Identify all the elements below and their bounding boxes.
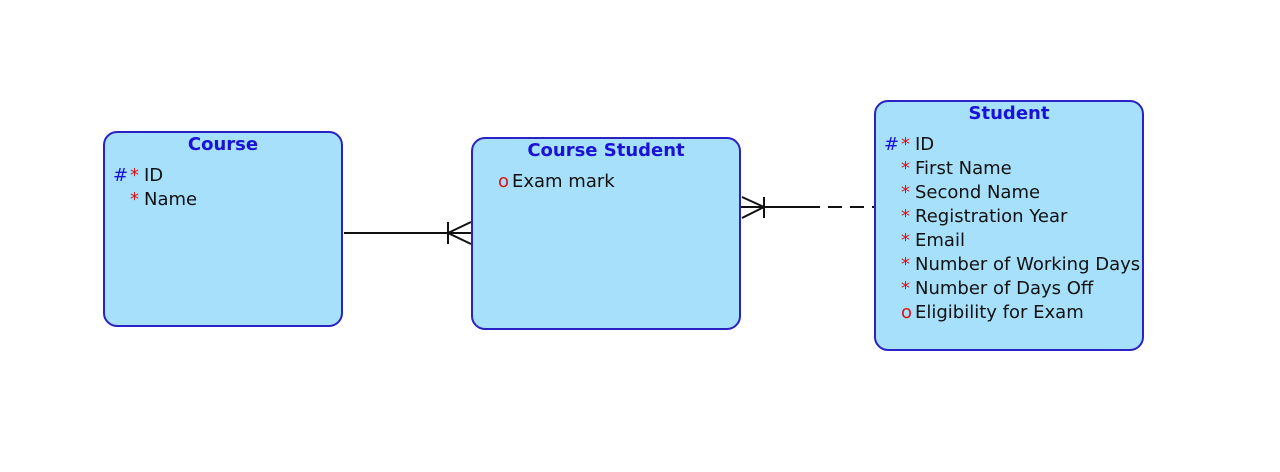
mandatory-marker: * — [901, 134, 910, 155]
crows-foot-marker — [741, 196, 765, 208]
optional-marker: o — [901, 302, 913, 323]
entity-course-student[interactable]: Course Student o Exam mark — [471, 137, 741, 330]
mandatory-marker: * — [901, 278, 910, 299]
mandatory-marker: * — [901, 206, 910, 227]
attribute-name: ID — [144, 165, 164, 186]
attribute-name: Second Name — [915, 182, 1041, 203]
entity-course[interactable]: Course # * ID * Name — [103, 131, 343, 327]
mandatory-marker: * — [901, 254, 910, 275]
attribute-name: First Name — [915, 158, 1012, 179]
mandatory-marker: * — [901, 230, 910, 251]
relationship-student-coursestudent[interactable] — [741, 196, 874, 219]
crows-foot-marker — [741, 206, 765, 219]
entity-title: Course Student — [527, 140, 685, 161]
mandatory-marker: * — [130, 189, 139, 210]
attribute-name: Eligibility for Exam — [915, 302, 1084, 323]
optional-marker: o — [498, 171, 510, 192]
entity-title: Student — [968, 103, 1050, 124]
crows-foot-marker — [447, 232, 472, 245]
entity-title: Course — [187, 134, 259, 155]
crows-foot-marker — [447, 221, 472, 234]
attribute-name: Number of Days Off — [915, 278, 1094, 299]
attribute-name: Email — [915, 230, 965, 251]
attribute-name: Registration Year — [915, 206, 1068, 227]
entity-student[interactable]: Student # * ID * First Name * Second Nam… — [874, 100, 1144, 351]
primary-key-marker: # — [884, 134, 900, 155]
attribute-name: Exam mark — [512, 171, 615, 192]
attribute-name: Name — [144, 189, 198, 210]
mandatory-marker: * — [901, 158, 910, 179]
attribute-name: Number of Working Days — [915, 254, 1141, 275]
primary-key-marker: # — [113, 165, 129, 186]
relationship-course-coursestudent[interactable] — [344, 221, 472, 245]
attribute-name: ID — [915, 134, 935, 155]
mandatory-marker: * — [901, 182, 910, 203]
mandatory-marker: * — [130, 165, 139, 186]
